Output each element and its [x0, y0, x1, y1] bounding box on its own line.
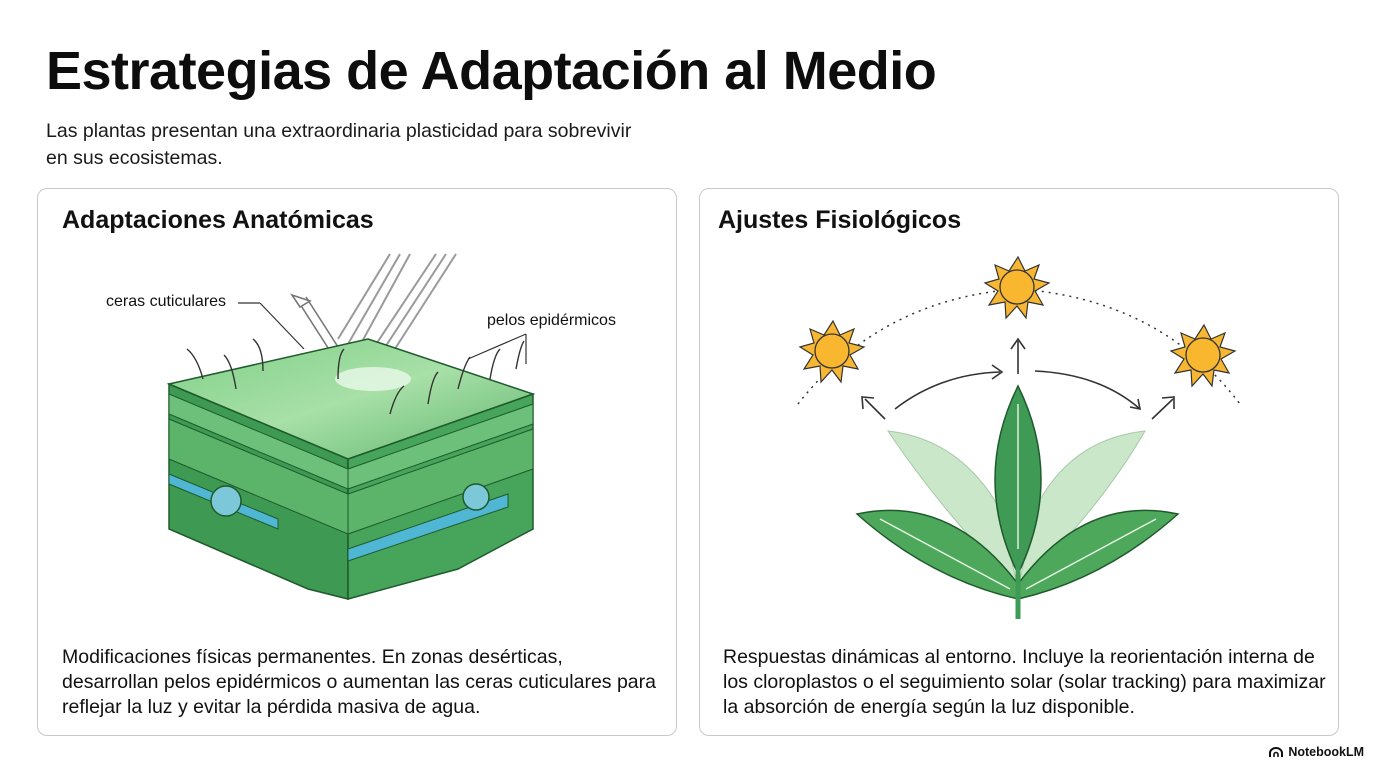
- card-title-anatomical: Adaptaciones Anatómicas: [62, 206, 374, 234]
- page-subtitle: Las plantas presentan una extraordinaria…: [46, 120, 632, 169]
- sun-icon-right: [1169, 323, 1237, 388]
- leaf-cross-section-illustration: [166, 253, 536, 600]
- card-body-physiological: Respuestas dinámicas al entorno. Incluye…: [723, 646, 1326, 718]
- page-title: Estrategias de Adaptación al Medio: [46, 41, 937, 101]
- label-cuticular-wax: ceras cuticulares: [106, 293, 227, 310]
- brand-name: NotebookLM: [1288, 745, 1364, 759]
- card-title-physiological: Ajustes Fisiológicos: [718, 206, 962, 234]
- card-body-anatomical: Modificaciones físicas permanentes. En z…: [62, 646, 656, 718]
- sun-icon-center: [983, 255, 1051, 320]
- solar-tracking-illustration: [797, 255, 1241, 619]
- epidermal-hairs: [186, 338, 525, 415]
- tracking-arrows: [861, 337, 1175, 420]
- sun-icon-left: [798, 319, 866, 384]
- notebooklm-logo-icon: [1269, 746, 1284, 757]
- card-anatomical-adaptations: Adaptaciones Anatómicas: [37, 188, 677, 736]
- card-physiological-adjustments: Ajustes Fisiológicos: [699, 188, 1339, 736]
- notebooklm-branding: NotebookLM: [1269, 745, 1364, 759]
- label-epidermal-hairs: pelos epidérmicos: [487, 312, 616, 329]
